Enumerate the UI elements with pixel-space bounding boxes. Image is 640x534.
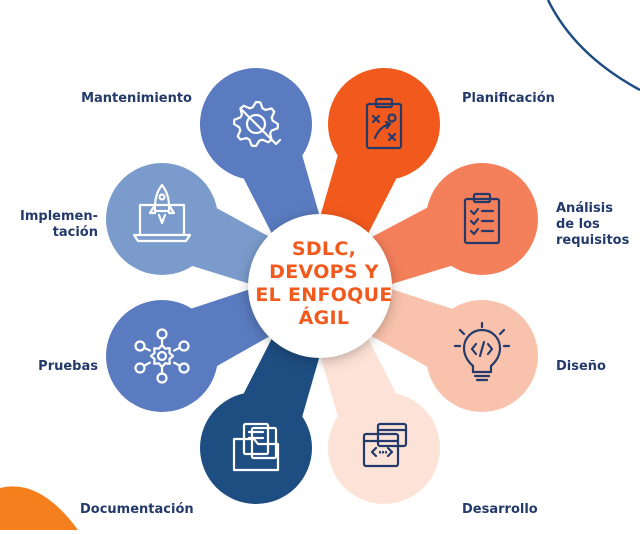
code-window-icon [362,422,408,468]
label-planificacion: Planificación [462,91,555,106]
center-title-line: ÁGIL [298,307,350,329]
checklist-clipboard-icon [463,192,501,245]
center-circle [248,214,392,358]
label-pruebas: Pruebas [38,359,98,374]
center-title-line: SDLC, [291,238,357,260]
corner-arc-decoration [546,0,640,92]
corner-blob-decoration [0,486,78,530]
center-title-line: EL ENFOQUE [255,284,393,306]
label-mantenimiento: Mantenimiento [81,91,192,106]
testing-network-icon [134,328,190,384]
label-documentacion: Documentación [80,502,194,517]
strategy-clipboard-icon [365,97,403,150]
label-diseno: Diseño [556,359,606,374]
wrench-gear-icon [232,100,282,148]
label-desarrollo: Desarrollo [462,502,538,517]
rocket-laptop-icon [132,183,192,243]
label-implementacion: Implemen- tación [20,209,98,240]
lightbulb-code-icon [453,321,511,382]
folder-documents-icon [232,422,280,472]
center-title: SDLC, DEVOPS Y EL ENFOQUE ÁGIL [254,238,394,330]
center-title-line: DEVOPS Y [269,261,379,283]
label-analisis: Análisis de los requisitos [556,201,630,248]
